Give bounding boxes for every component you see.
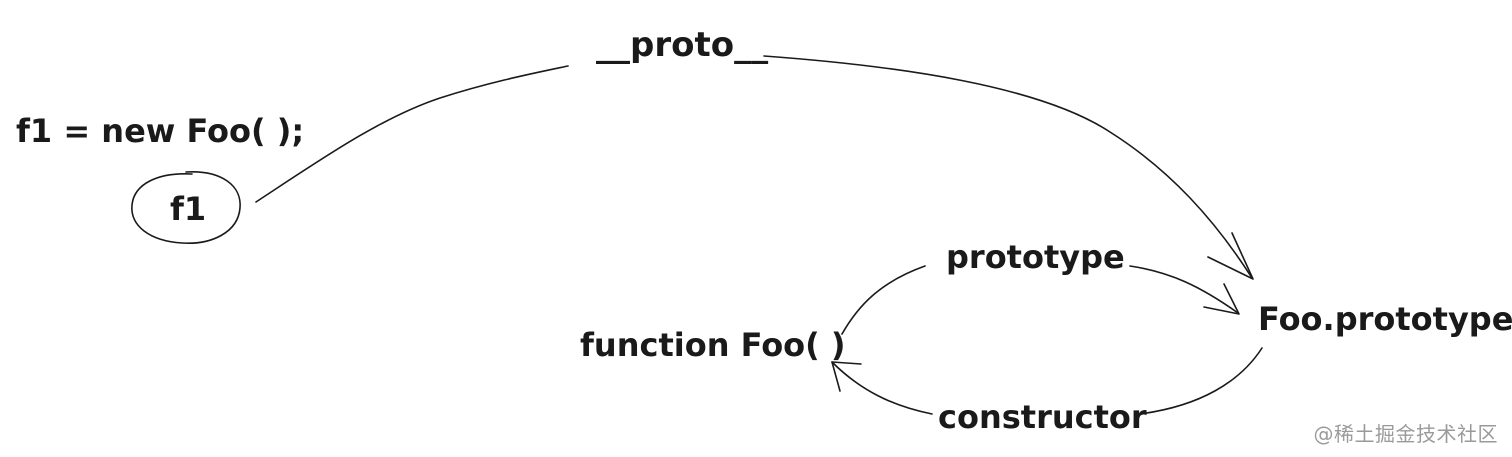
constructor-edge-line-left (831, 361, 933, 415)
prototype-edge-arrowhead (1203, 283, 1240, 315)
prototype-edge-label: prototype (946, 238, 1125, 276)
prototype-edge: prototype (841, 238, 1240, 335)
statement-label: f1 = new Foo( ); (16, 112, 304, 150)
proto-edge: __proto__ (255, 25, 1254, 280)
prototype-edge-line-right (1129, 265, 1239, 314)
proto-edge-label: __proto__ (596, 25, 768, 65)
prototype-obj-label: Foo.prototype (1258, 300, 1512, 338)
proto-edge-line-right (763, 55, 1253, 279)
watermark: @稀土掘金技术社区 (1313, 422, 1498, 446)
constructor-fn-label: function Foo( ) (580, 326, 846, 364)
instance-label: f1 (170, 190, 206, 228)
constructor-edge: constructor (831, 347, 1263, 436)
constructor-edge-arrowhead (831, 361, 862, 392)
instance-node: f1 (131, 171, 241, 244)
constructor-edge-label: constructor (938, 398, 1147, 436)
prototype-edge-line-left (841, 265, 926, 335)
proto-edge-arrowhead (1207, 232, 1254, 280)
instance-ellipse (131, 171, 241, 244)
proto-edge-line-left (255, 65, 569, 203)
constructor-edge-line-right (1139, 347, 1263, 415)
